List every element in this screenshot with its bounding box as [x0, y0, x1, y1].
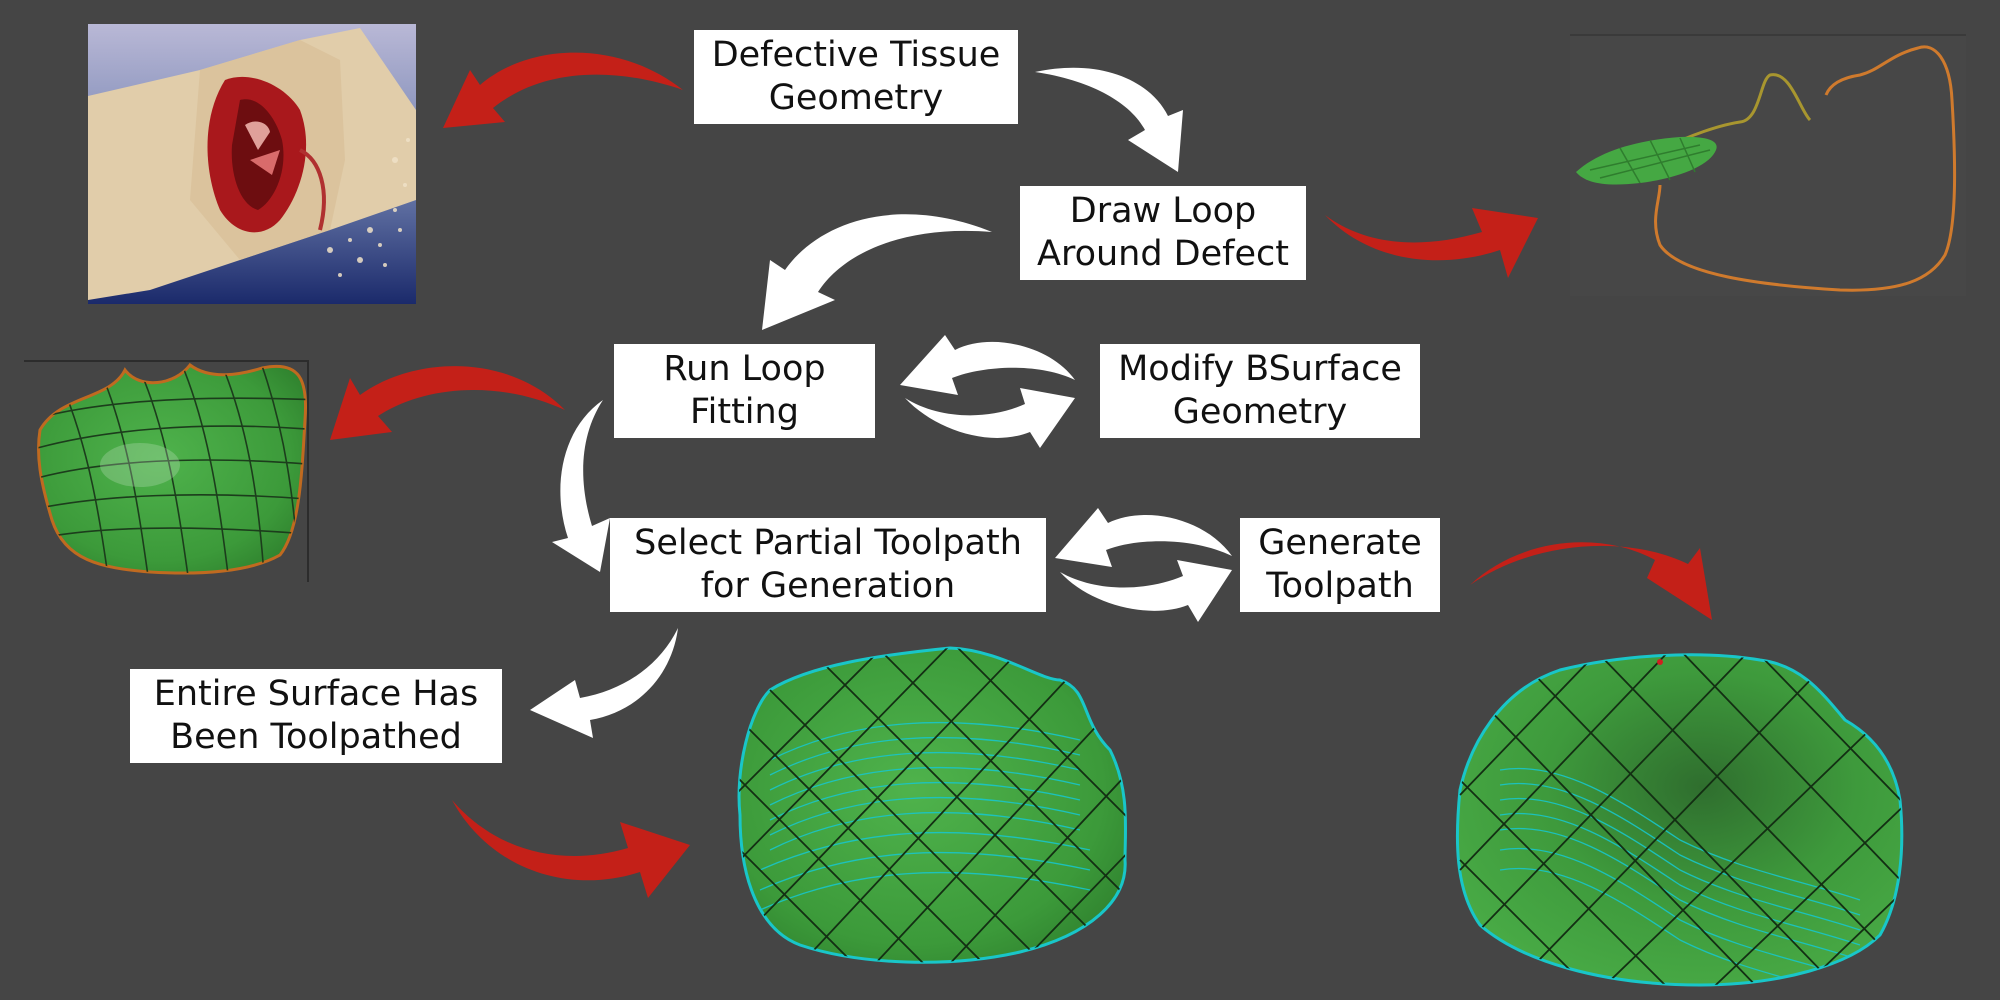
step-run-loop-fitting: Run Loop Fitting: [614, 344, 875, 438]
step-select-partial-toolpath: Select Partial Toolpath for Generation: [610, 518, 1046, 612]
arrow-result-entire-surface: [452, 800, 690, 898]
step-label-line2: Geometry: [768, 78, 944, 118]
arrow-result-tissue: [443, 52, 683, 128]
arrow-loop-fit-to-modify-bottom: [905, 388, 1075, 448]
step-label-line1: Modify BSurface: [1118, 349, 1402, 389]
arrow-flow-to-select-partial: [552, 400, 610, 572]
step-label-line1: Select Partial Toolpath: [634, 523, 1022, 563]
arrow-generate-to-select-top: [1055, 508, 1232, 567]
arrow-flow-to-run-loop: [762, 214, 992, 330]
step-label-line2: Fitting: [690, 392, 799, 432]
tissue-scan-image: [88, 24, 416, 304]
step-label-line1: Entire Surface Has: [153, 674, 479, 714]
step-label-line1: Defective Tissue: [711, 35, 1001, 75]
step-label-line1: Draw Loop: [1069, 191, 1257, 231]
step-generate-toolpath: Generate Toolpath: [1240, 518, 1440, 612]
generated-toolpath-render: [1455, 653, 1904, 987]
arrow-select-to-generate-bottom: [1060, 560, 1232, 622]
arrow-flow-to-draw-loop: [1035, 67, 1183, 172]
arrow-flow-to-entire-surface: [530, 628, 678, 738]
partial-toolpath-render: [737, 646, 1128, 964]
step-label-line2: Geometry: [1172, 392, 1348, 432]
step-label-line1: Generate: [1258, 523, 1422, 563]
step-draw-loop-around-defect: Draw Loop Around Defect: [1020, 186, 1306, 280]
arrow-result-loop: [1325, 208, 1538, 278]
arrow-modify-to-loop-fit-top: [900, 335, 1075, 395]
step-label-line1: Run Loop: [663, 349, 826, 389]
step-label-line2: for Generation: [700, 566, 956, 606]
step-label-line2: Toolpath: [1266, 566, 1414, 606]
loop-curve-render: [1570, 34, 1966, 296]
arrow-result-generated-toolpath: [1470, 542, 1712, 620]
fitted-bsurface-render: [24, 360, 309, 582]
step-label-line2: Around Defect: [1037, 234, 1289, 274]
arrow-result-fitted-surface: [330, 366, 565, 440]
step-defective-tissue-geometry: Defective Tissue Geometry: [694, 30, 1018, 124]
step-modify-bsurface-geometry: Modify BSurface Geometry: [1100, 344, 1420, 438]
step-entire-surface-toolpathed: Entire Surface Has Been Toolpathed: [130, 669, 502, 763]
step-label-line2: Been Toolpathed: [170, 717, 462, 757]
